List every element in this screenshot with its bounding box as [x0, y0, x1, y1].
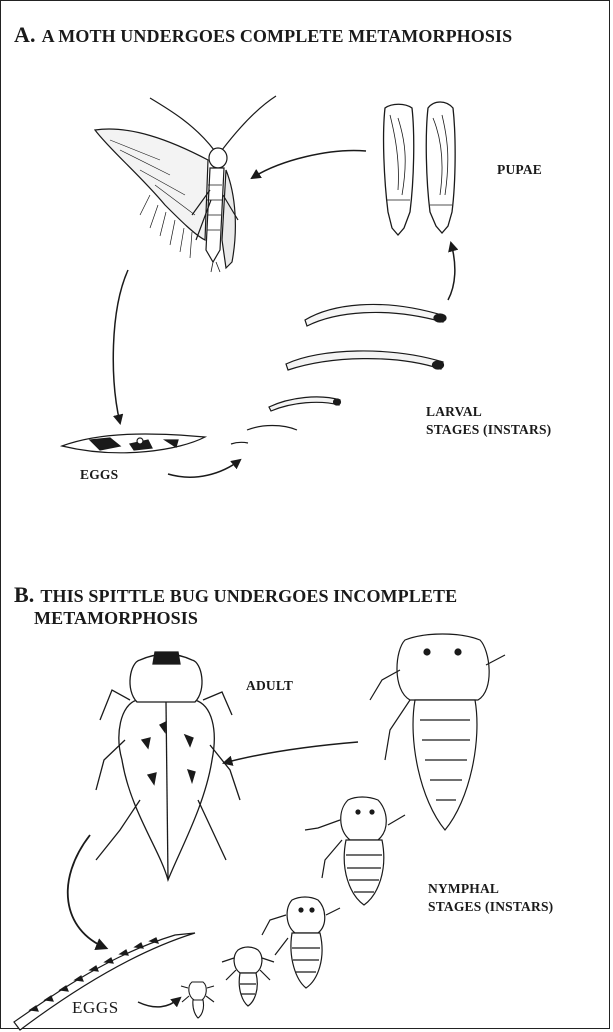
section-b-title-line1: THIS SPITTLE BUG UNDERGOES INCOMPLETE [40, 586, 457, 606]
spittlebug-adult-drawing [96, 652, 240, 880]
arrow-pupae-to-adult [252, 151, 366, 178]
moth-eggs-label: EGGS [80, 466, 118, 484]
larval-stages-label: LARVAL STAGES (INSTARS) [426, 403, 551, 439]
arrow-adult-to-eggs [113, 270, 128, 423]
arrow-larva-to-pupae [448, 243, 455, 300]
nymph-instar-4-drawing [305, 797, 405, 905]
nymphal-label-line2: STAGES (INSTARS) [428, 898, 553, 916]
nymph-instar-5-drawing [370, 634, 505, 830]
nymph-instar-3-drawing [262, 897, 340, 988]
arrow-eggs-to-larva [168, 460, 240, 477]
section-b-heading: B.THIS SPITTLE BUG UNDERGOES INCOMPLETE … [14, 584, 457, 629]
section-b-letter: B. [14, 582, 34, 607]
arrow-nymph-to-adult [224, 742, 358, 763]
section-a-title: A MOTH UNDERGOES COMPLETE METAMORPHOSIS [42, 26, 513, 46]
section-a-letter: A. [14, 22, 36, 47]
larval-label-line1: LARVAL [426, 403, 551, 421]
arrow-eggs-to-nymph [138, 998, 180, 1007]
pupae-drawing [384, 102, 456, 235]
nymphal-stages-label: NYMPHAL STAGES (INSTARS) [428, 880, 553, 916]
larval-label-line2: STAGES (INSTARS) [426, 421, 551, 439]
arrow-adult-to-eggs-b [68, 835, 106, 948]
spittlebug-eggs-label: EGGS [72, 998, 119, 1018]
adult-label: ADULT [246, 677, 293, 695]
moth-adult-drawing [95, 96, 276, 272]
moth-eggs-drawing [62, 434, 205, 453]
nymphal-label-line1: NYMPHAL [428, 880, 553, 898]
section-a-heading: A. A MOTH UNDERGOES COMPLETE METAMORPHOSI… [14, 22, 512, 48]
nymph-instar-2-drawing [222, 947, 274, 1006]
nymph-instar-1-drawing [181, 982, 214, 1018]
pupae-label: PUPAE [497, 161, 542, 179]
larvae-drawing [231, 304, 446, 444]
section-b-title-line2: METAMORPHOSIS [14, 607, 457, 629]
